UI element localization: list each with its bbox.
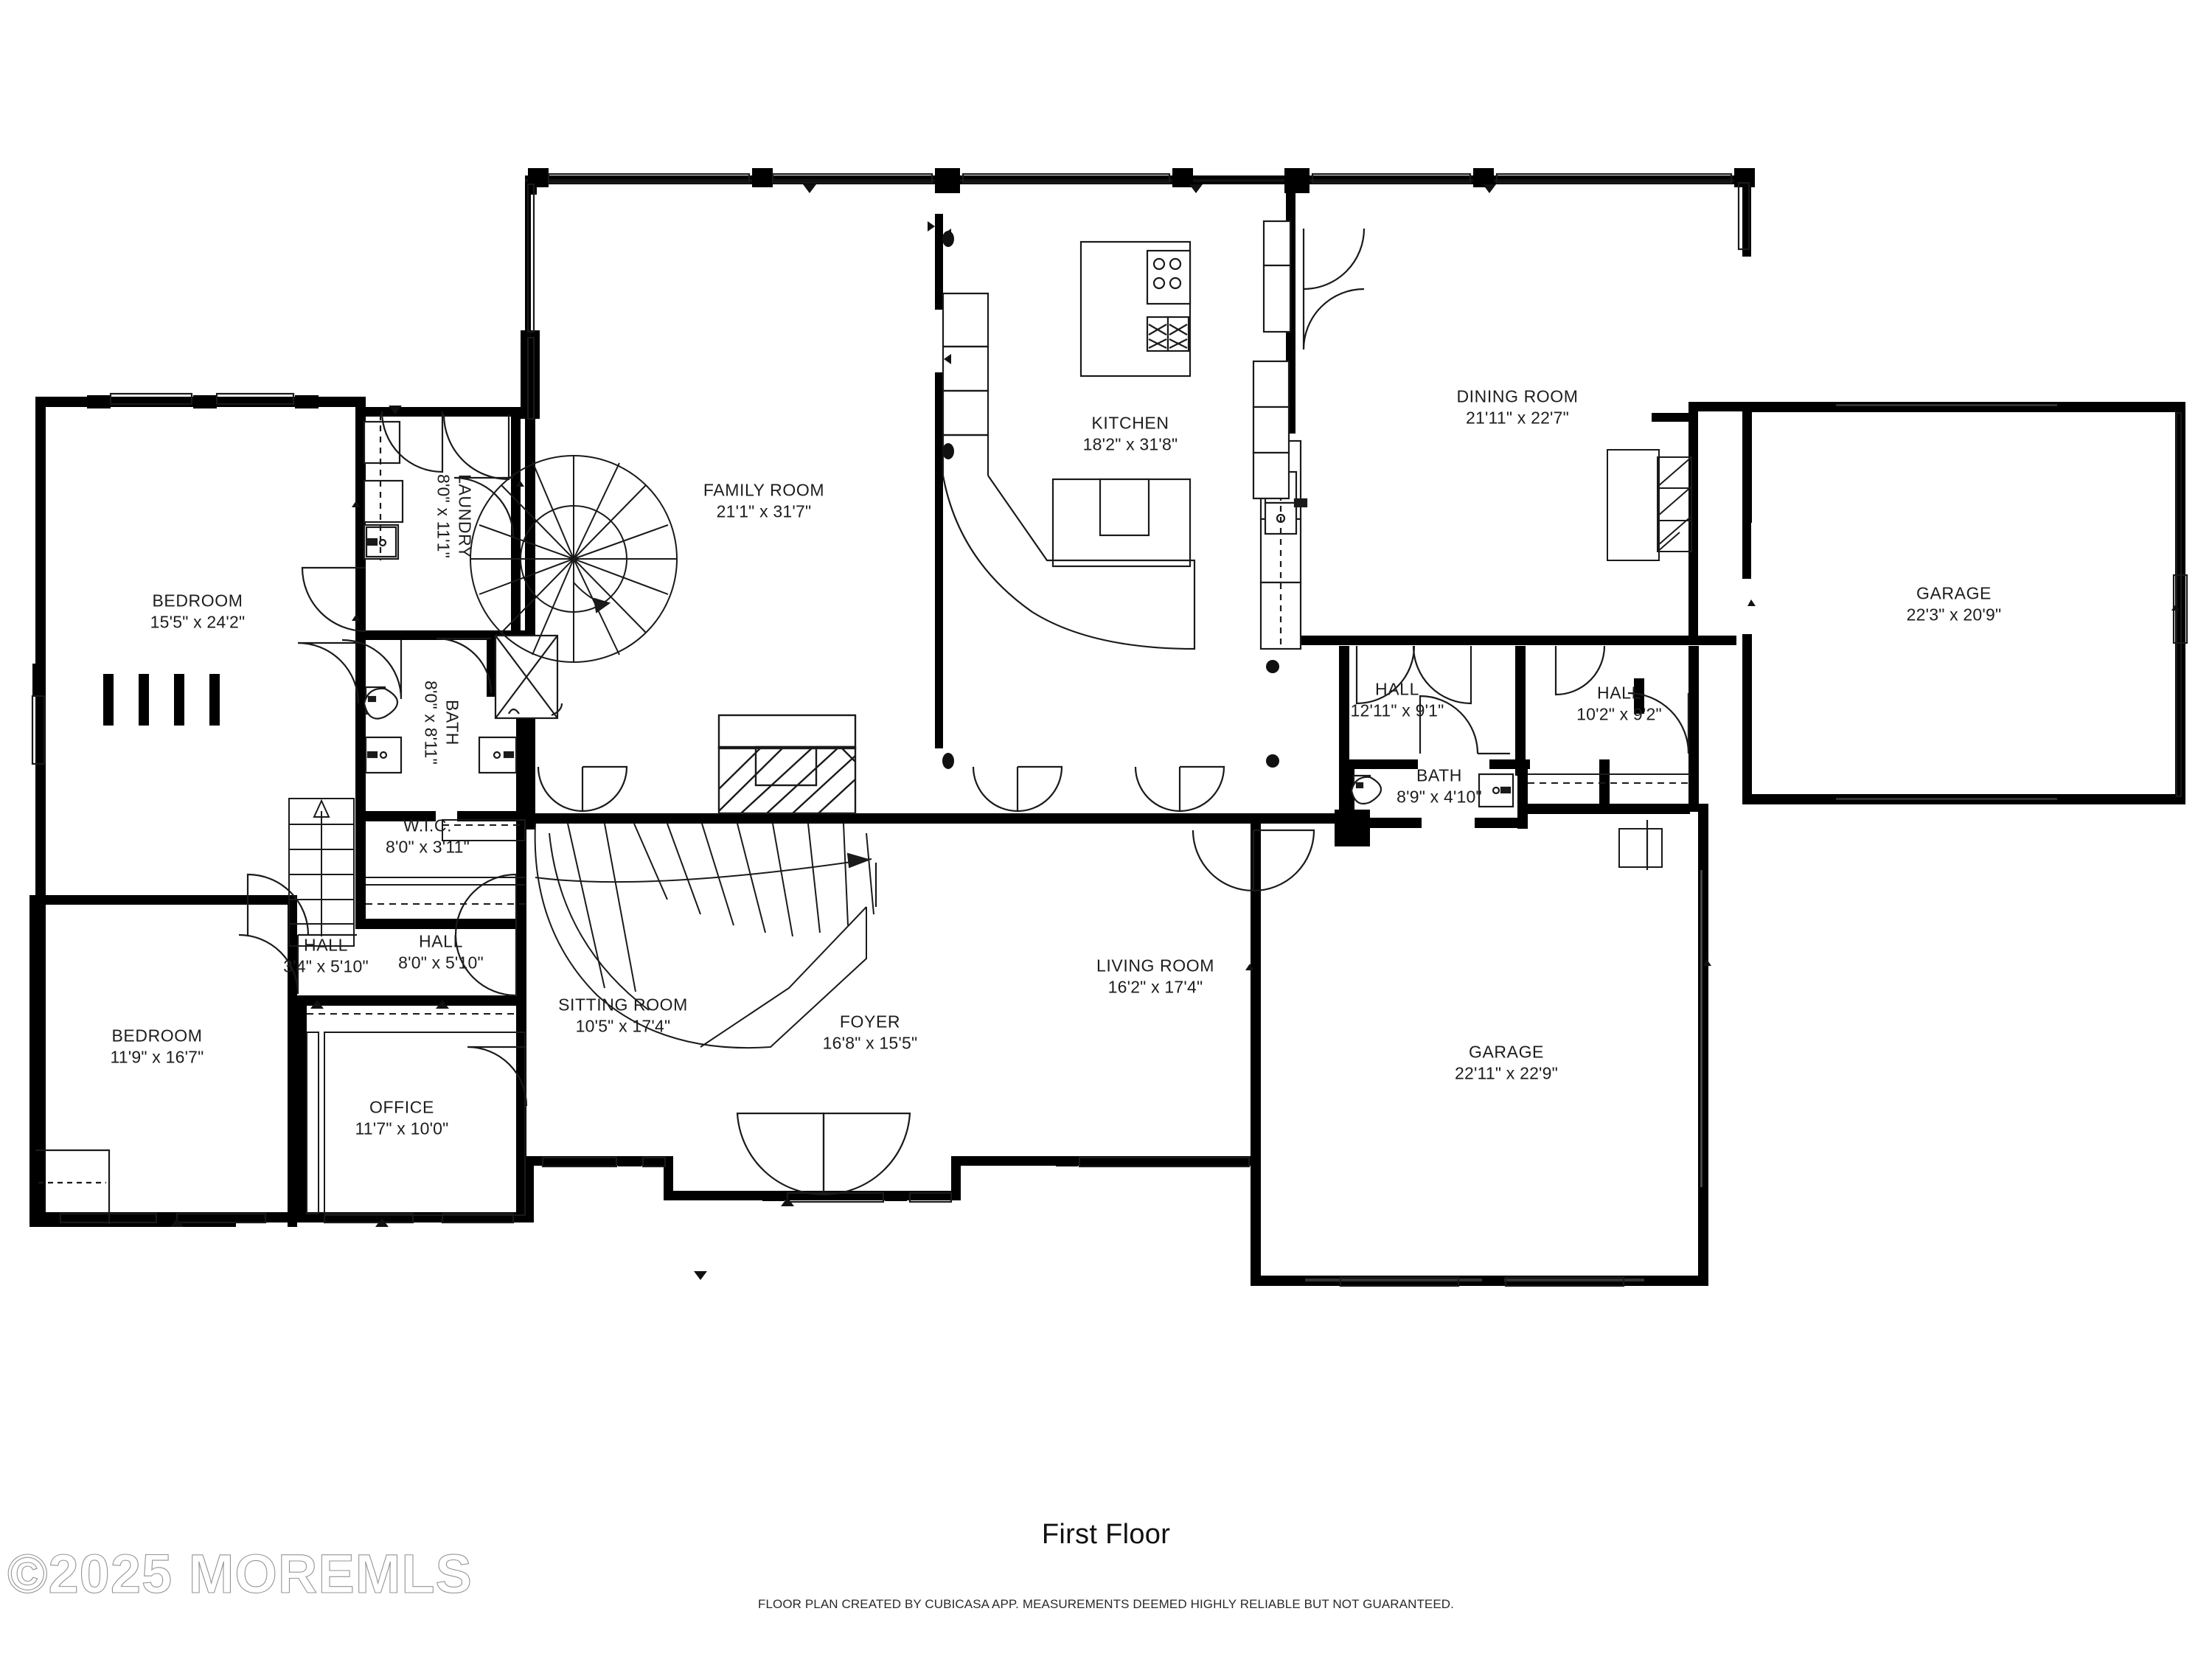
windows-and-thin-lines [31,173,2188,1287]
walls-structure [29,168,2185,1286]
door-swings [238,228,1690,1196]
straight-staircase [288,798,355,947]
bath-fixtures-right [1350,773,1514,808]
wic-shelving [366,819,526,905]
page-title: First Floor [1041,1519,1171,1550]
kitchen-fixtures [1051,220,1308,650]
mls-watermark: ©2025 MOREMLS [7,1543,473,1604]
curved-staircase [534,823,874,1049]
office-builtin [307,1013,526,1216]
footer-disclaimer: FLOOR PLAN CREATED BY CUBICASA APP. MEAS… [757,1597,1455,1611]
fireplace [717,714,857,815]
family-room-furniture [942,292,1196,650]
closet-hatching [1607,449,1692,561]
wall-direction-markers [170,184,2180,1280]
spiral-staircase [470,455,678,663]
bedroom-closet [306,1032,319,1214]
bath-fixtures-left [363,634,563,774]
laundry-fixtures [363,414,404,560]
hall-closet [1528,773,1690,868]
dining-counter [1252,360,1290,500]
